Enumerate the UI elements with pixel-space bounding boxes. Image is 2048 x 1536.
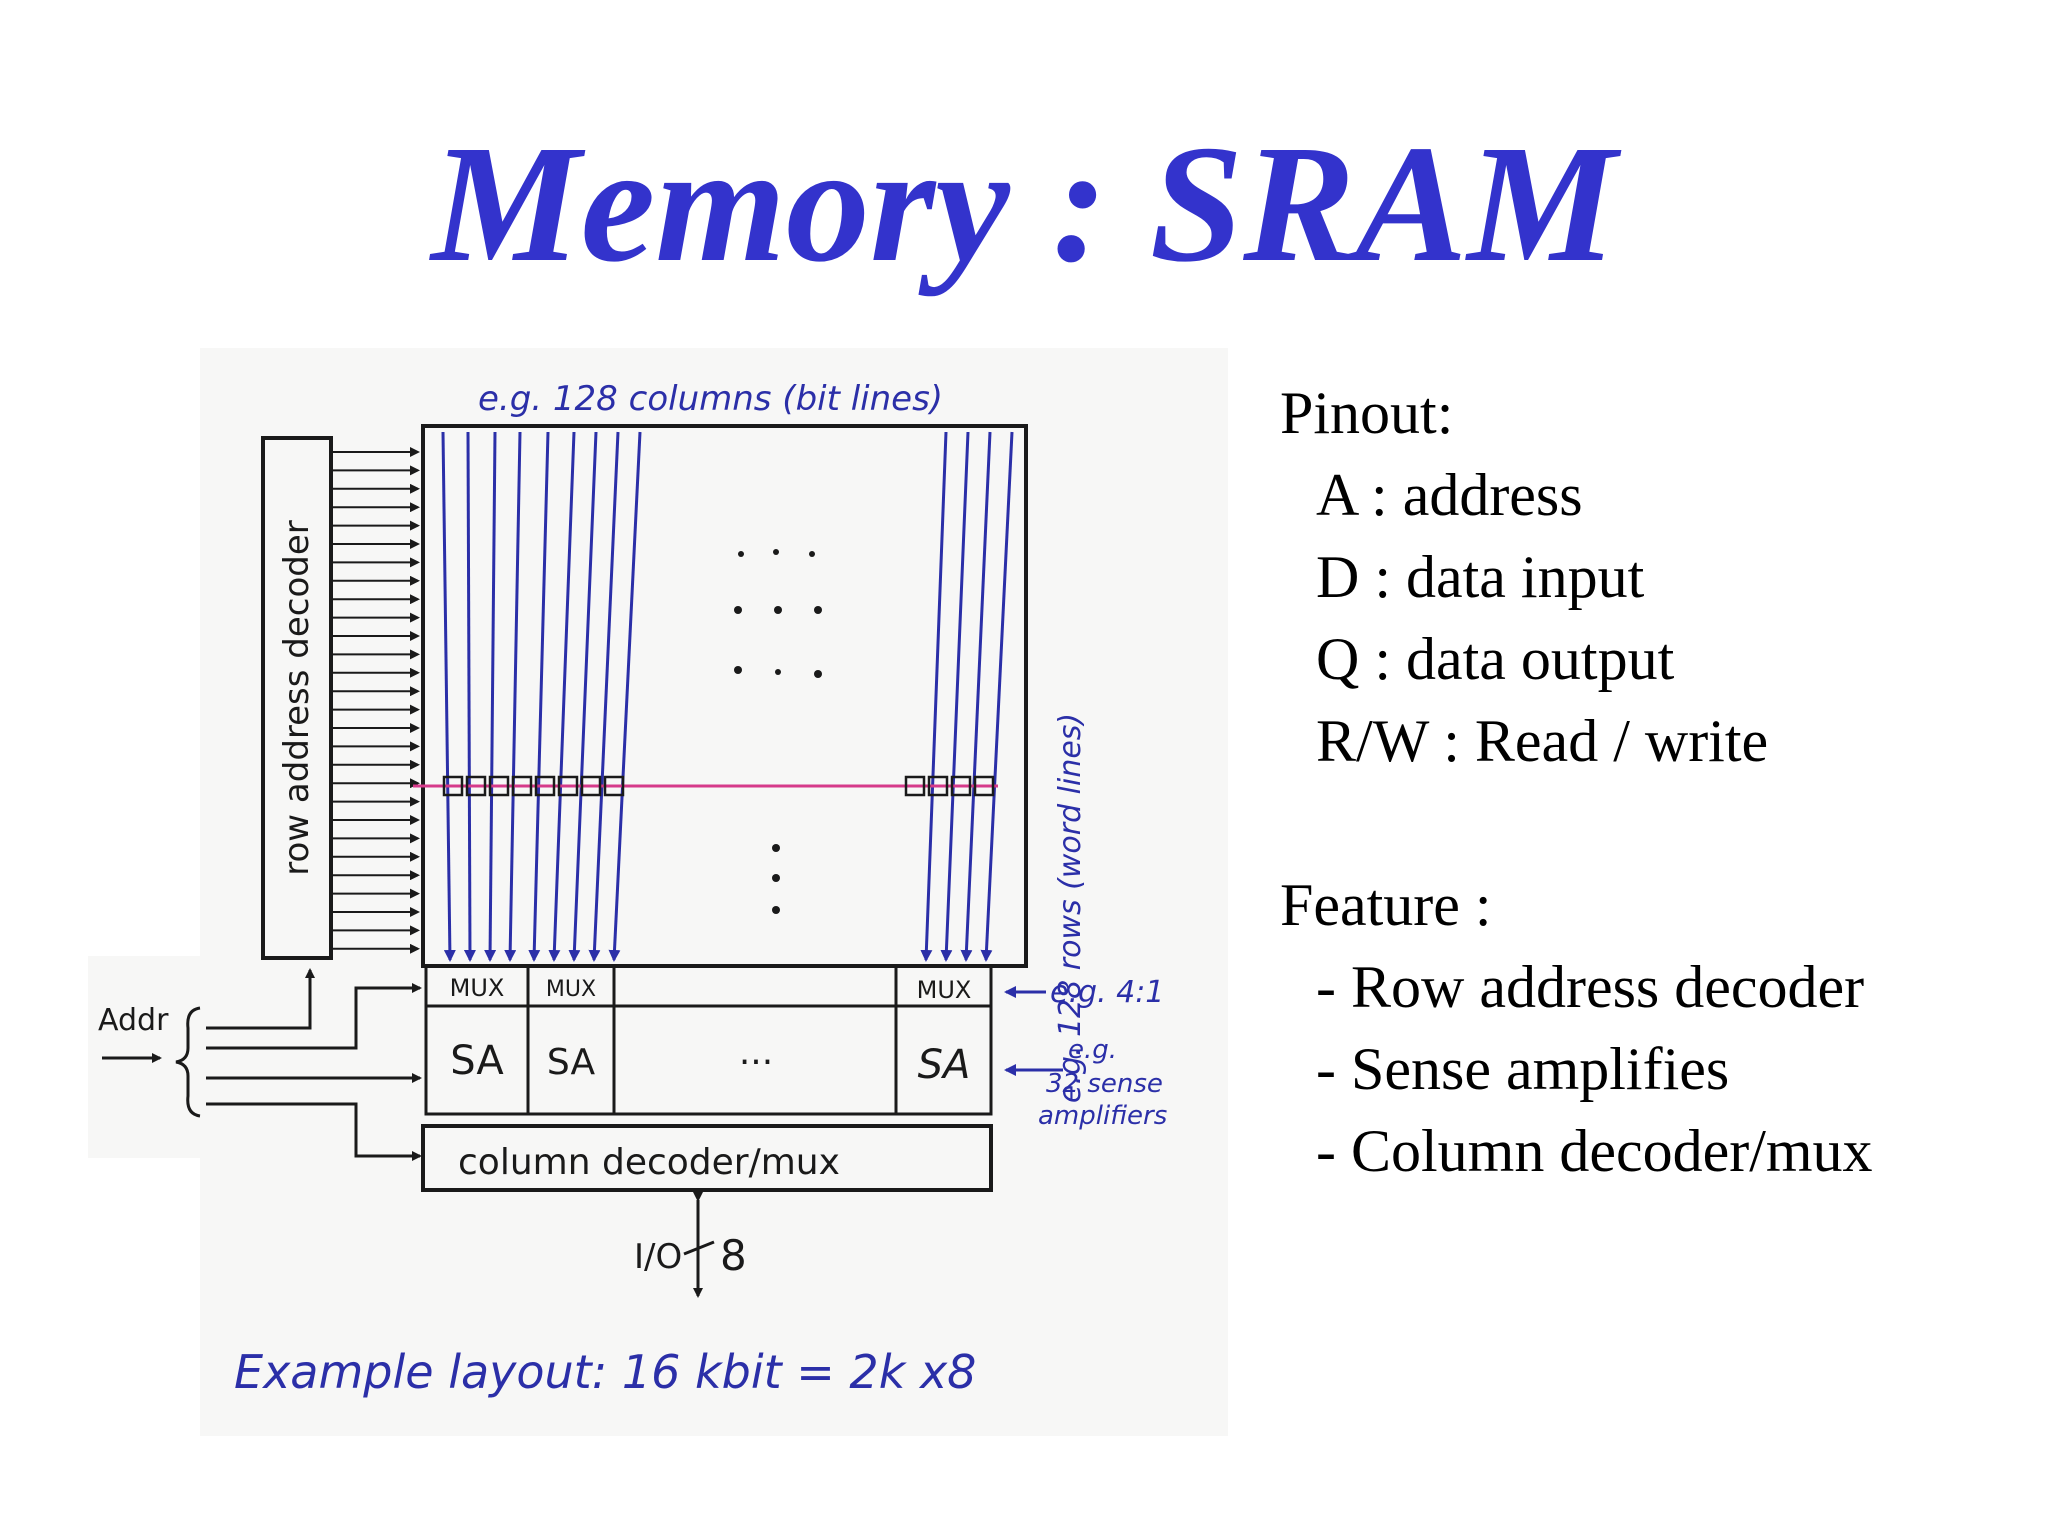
address-bus-lines [206,968,422,1161]
sa-label-2: SA [547,1042,596,1083]
sram-diagram: e.g. 128 columns (bit lines) e.g. 128 ro… [88,348,1228,1436]
feature-item-sense-amps: - Sense amplifies [1316,1036,1730,1102]
sa-label-3: SA [918,1042,971,1088]
sa-label-1: SA [450,1038,504,1084]
example-layout-caption: Example layout: 16 kbit = 2k x8 [234,1345,976,1399]
bit-line [548,431,576,962]
bit-line [588,431,620,962]
column-decoder-label: column decoder/mux [458,1142,840,1183]
io-label: I/O [634,1237,682,1277]
memory-cell [557,775,579,797]
sram-diagram-svg: e.g. 128 columns (bit lines) e.g. 128 ro… [88,348,1228,1436]
memory-cell [488,775,510,797]
bit-line [441,431,456,962]
text-panel: Pinout: A : address D : data input Q : d… [1280,372,2020,1192]
pinout-item-address: A : address [1316,462,1583,528]
pinout-item-read-write: R/W : Read / write [1316,708,1769,774]
memory-cell [580,775,602,797]
memory-cell [534,775,556,797]
bit-line [504,431,522,962]
pinout-item-data-input: D : data input [1316,544,1645,610]
bit-line [920,431,948,962]
bit-line [484,431,497,962]
mux-ratio-note: e.g. 4:1 [1050,975,1164,1010]
memory-cell [904,775,926,797]
mux-label-2: MUX [546,977,596,1002]
row-decoder-box [261,436,333,960]
sa-ellipsis: ... [739,1032,773,1073]
memory-cell [603,775,625,797]
feature-item-column-decoder: - Column decoder/mux [1316,1118,1873,1184]
sense-amp-row [424,1004,993,1116]
bit-line [960,431,992,962]
sense-amp-note-line-1: e.g. [1068,1035,1117,1065]
bit-line [980,431,1014,962]
bit-line [528,431,550,962]
memory-cells-right [904,775,995,797]
pinout-item-data-output: Q : data output [1316,626,1675,692]
sense-amp-note-line-2: 32 sense [1046,1069,1163,1099]
memory-cells-left [442,775,625,797]
array-ellipsis [734,549,822,914]
memory-cell [442,775,464,797]
bit-lines [441,431,1014,962]
mux-label-1: MUX [450,974,505,1002]
addr-brace [175,1006,201,1118]
slide-title: Memory : SRAM [431,111,1617,297]
memory-cell [465,775,487,797]
pinout-heading: Pinout: [1280,380,1454,446]
memory-cell [950,775,972,797]
memory-cell [511,775,533,797]
bit-line [568,431,598,962]
section-gap [1280,782,2020,864]
io-width: 8 [720,1231,747,1280]
word-line-arrows [333,447,420,954]
mux-label-3: MUX [917,976,972,1004]
bit-line [608,431,642,962]
rows-note: e.g. 128 rows (word lines) [1053,713,1088,1103]
diagram-paper [200,348,1228,1436]
feature-heading: Feature : [1280,872,1492,938]
memory-cell [973,775,995,797]
feature-item-row-decoder: - Row address decoder [1316,954,1865,1020]
addr-label: Addr [98,1003,169,1038]
sense-amp-note-line-3: amplifiers [1038,1101,1167,1131]
column-decoder-box [421,1124,993,1192]
memory-cell [927,775,949,797]
bit-line [463,431,476,962]
columns-note: e.g. 128 columns (bit lines) [478,379,943,419]
row-decoder-label: row address decoder [277,520,317,876]
bit-line [940,431,970,962]
